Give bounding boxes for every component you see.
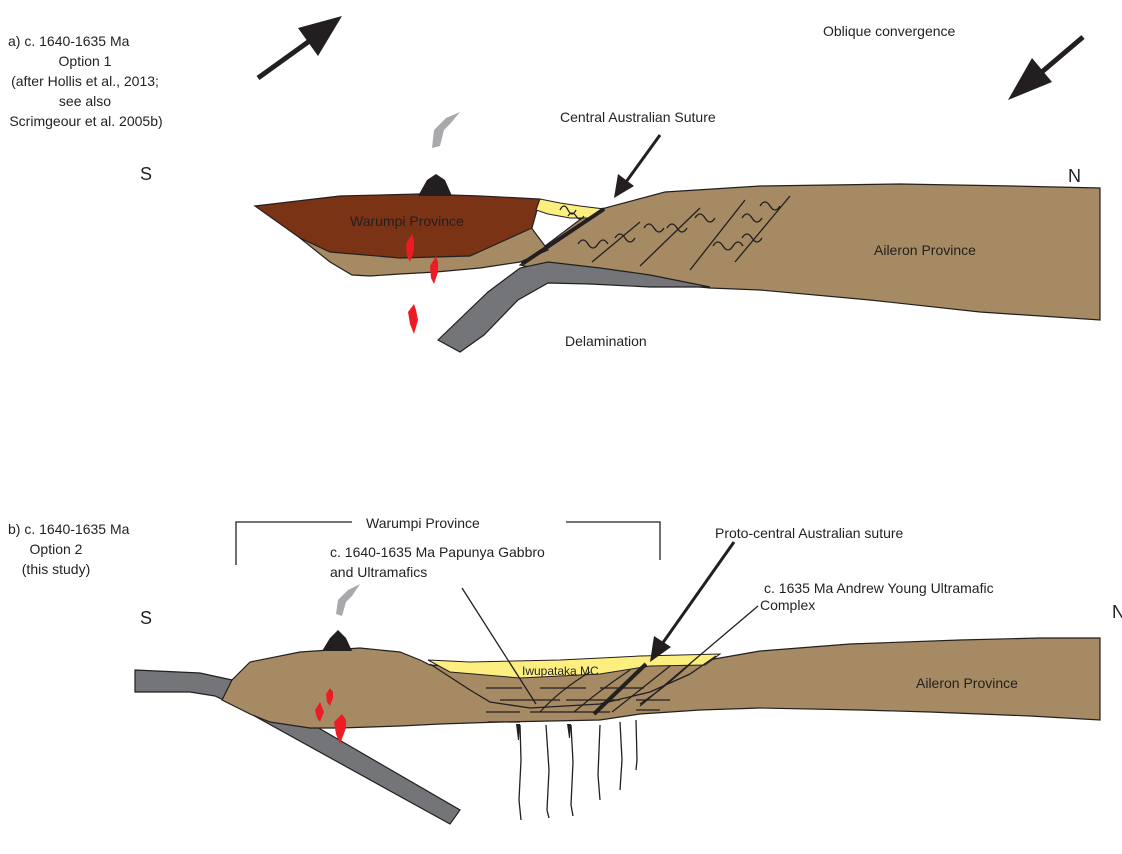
convergence-arrow-sw	[258, 16, 342, 78]
panel-b-ref: (this study)	[22, 561, 90, 577]
panel-a-ref-1: (after Hollis et al., 2013;	[11, 73, 159, 89]
warumpi-province-label-b: Warumpi Province	[366, 515, 480, 531]
south-marker-a: S	[140, 164, 152, 184]
panel-a-option: Option 1	[59, 53, 112, 69]
panel-a-ref-3: Scrimgeour et al. 2005b)	[9, 113, 162, 129]
papunya-gabbro-label-1: c. 1640-1635 Ma Papunya Gabbro	[330, 544, 545, 560]
delamination-label: Delamination	[565, 333, 647, 349]
aileron-crust-a	[520, 184, 1100, 320]
panel-a-title: a) c. 1640-1635 Ma	[8, 33, 130, 49]
proto-suture-label: Proto-central Australian suture	[715, 525, 904, 541]
andrew-young-label-2: Complex	[760, 597, 815, 613]
plume-b	[336, 584, 360, 616]
iwupataka-mc-label: Iwupataka MC	[522, 664, 599, 678]
central-australian-suture-label: Central Australian Suture	[560, 109, 716, 125]
plume-a	[432, 112, 460, 148]
north-marker-b: N	[1112, 602, 1122, 622]
panel-b: b) c. 1640-1635 Ma Option 2 (this study)…	[8, 515, 1122, 824]
oblique-convergence-label: Oblique convergence	[823, 23, 956, 39]
dyke-stubs-b	[516, 724, 571, 740]
papunya-gabbro-label-2: and Ultramafics	[330, 564, 427, 580]
proto-suture-pointer	[650, 542, 734, 662]
panel-a: a) c. 1640-1635 Ma Option 1 (after Holli…	[8, 16, 1100, 352]
aileron-province-label-b: Aileron Province	[916, 675, 1018, 691]
volcano-a	[418, 174, 452, 196]
warumpi-province-label-a: Warumpi Province	[350, 213, 464, 229]
suture-pointer-a	[614, 135, 660, 198]
north-marker-a: N	[1068, 166, 1081, 186]
panel-b-option: Option 2	[30, 541, 83, 557]
aileron-province-label-a: Aileron Province	[874, 242, 976, 258]
convergence-arrow-ne	[1008, 37, 1083, 100]
volcano-b	[322, 630, 352, 651]
dyke-swarm-b	[519, 720, 637, 820]
panel-a-ref-2: see also	[59, 93, 111, 109]
andrew-young-label-1: c. 1635 Ma Andrew Young Ultramafic	[764, 580, 994, 596]
south-marker-b: S	[140, 608, 152, 628]
panel-b-title: b) c. 1640-1635 Ma	[8, 521, 130, 537]
